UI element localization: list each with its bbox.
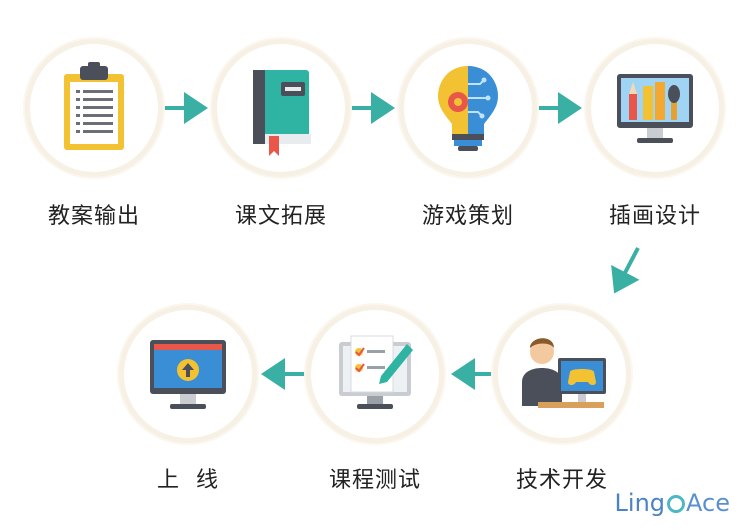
step-label-1: 教案输出 bbox=[47, 204, 140, 229]
arrow-4-5 bbox=[611, 247, 640, 294]
monitor-paint-icon bbox=[617, 74, 693, 143]
step-label-2: 课文拓展 bbox=[234, 204, 327, 229]
step-node-6 bbox=[311, 310, 439, 438]
lightbulb-gear-icon bbox=[438, 66, 498, 151]
book-icon bbox=[253, 70, 311, 156]
step-label-3: 游戏策划 bbox=[421, 204, 514, 229]
step-label-6: 课程测试 bbox=[328, 468, 421, 493]
logo-text-a: Ling bbox=[614, 489, 666, 517]
lingoace-logo: Ling Ace bbox=[615, 486, 730, 520]
step-node-2 bbox=[217, 44, 345, 172]
step-node-5 bbox=[498, 310, 626, 438]
step-node-1 bbox=[30, 44, 158, 172]
step-node-3 bbox=[404, 44, 532, 172]
step-label-7: 上 线 bbox=[157, 468, 219, 493]
step-node-7 bbox=[124, 310, 252, 438]
monitor-checklist-icon bbox=[339, 335, 413, 409]
developer-gamepad-icon bbox=[522, 338, 606, 408]
logo-circle-icon bbox=[667, 495, 686, 513]
step-node-4 bbox=[591, 44, 719, 172]
logo-text-b: Ace bbox=[686, 489, 730, 517]
step-label-5: 技术开发 bbox=[515, 468, 608, 493]
clipboard-icon bbox=[64, 62, 124, 150]
step-label-4: 插画设计 bbox=[608, 204, 701, 229]
monitor-upload-icon bbox=[150, 340, 226, 409]
